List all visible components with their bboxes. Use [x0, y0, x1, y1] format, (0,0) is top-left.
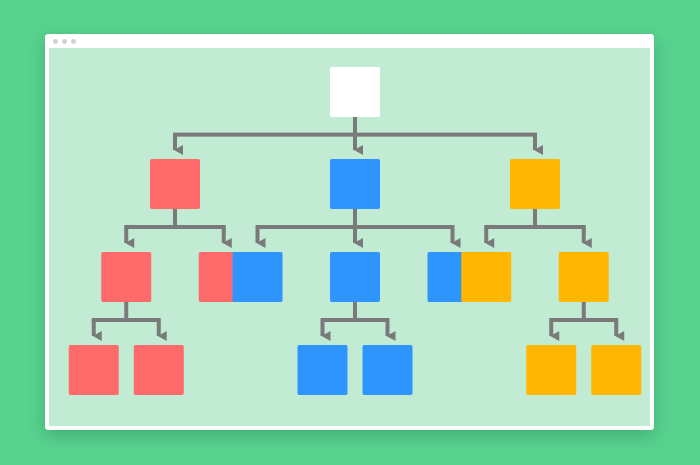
tree-diagram — [68, 67, 642, 395]
tree-node — [526, 345, 577, 395]
tree-node — [591, 345, 642, 395]
tree-node — [150, 159, 200, 209]
tree-node — [510, 159, 560, 209]
window-control-icon[interactable] — [62, 39, 67, 44]
window-control-icon[interactable] — [53, 39, 58, 44]
browser-window — [45, 34, 654, 430]
tree-node — [297, 345, 348, 395]
window-titlebar — [45, 34, 654, 48]
tree-node — [133, 345, 184, 395]
tree-node — [68, 345, 119, 395]
tree-node — [330, 159, 380, 209]
nodes — [68, 67, 642, 395]
tree-node — [461, 252, 512, 302]
diagram-canvas — [49, 48, 650, 426]
window-control-icon[interactable] — [71, 39, 76, 44]
tree-node — [558, 252, 609, 302]
tree-node — [101, 252, 152, 302]
tree-node — [232, 252, 283, 302]
tree-node — [362, 345, 413, 395]
connectors — [91, 117, 625, 341]
root-node — [330, 67, 380, 117]
tree-node — [330, 252, 380, 302]
